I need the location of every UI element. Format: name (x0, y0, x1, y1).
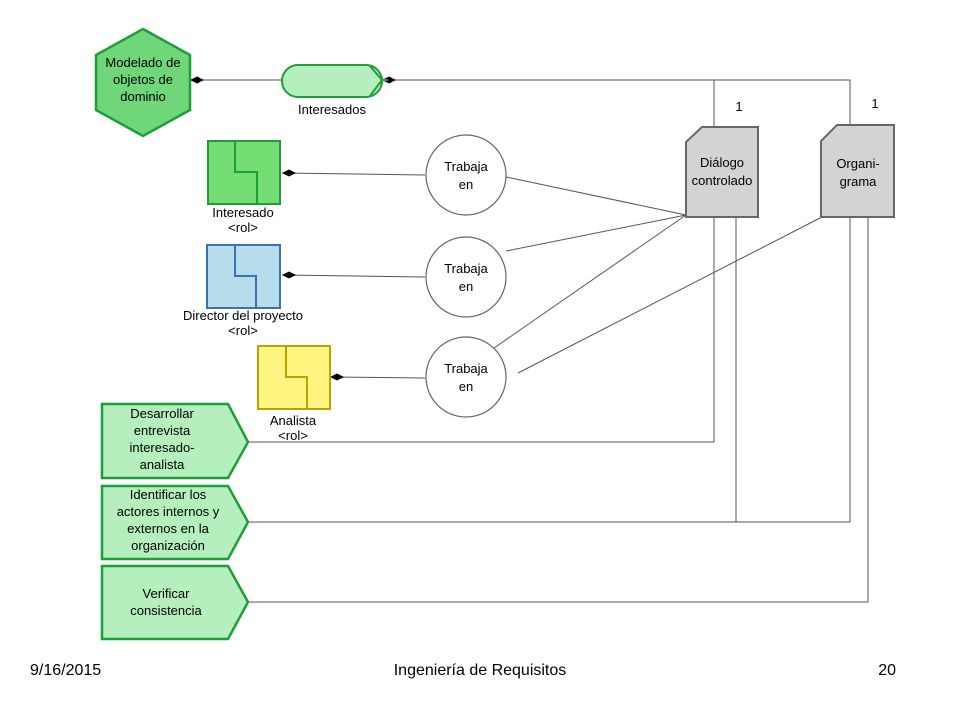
works-in-line-1: Trabaja (444, 361, 488, 376)
works-in-line-1: Trabaja (444, 261, 488, 276)
activity-line: Verificar (143, 586, 191, 601)
document-shape (685, 126, 759, 218)
role-analista-node[interactable]: Analista <rol> (257, 345, 331, 443)
role-puzzle-icon (234, 141, 258, 204)
diamond-marker (190, 76, 204, 84)
edge-director-trabaja2 (281, 274, 426, 278)
circle-shape (425, 336, 507, 418)
role-interesado-node[interactable]: Interesado <rol> (207, 140, 281, 235)
activity-line: Identificar los (130, 487, 207, 502)
activity-line: entrevista (134, 423, 191, 438)
multiplicity-label: 1 (871, 96, 878, 111)
footer-page-number: 20 (878, 662, 896, 679)
activity-shape (100, 402, 250, 480)
connectors (190, 79, 869, 603)
diamond-marker (282, 169, 296, 177)
edge-trabaja1-dialogo (505, 176, 687, 216)
circle-shape (425, 134, 507, 216)
interesados-label: Interesados (298, 102, 366, 117)
role-puzzle-icon (234, 245, 257, 308)
role-director-node[interactable]: Director del proyecto <rol> (183, 244, 303, 338)
works-in-node-1[interactable]: Trabaja en (425, 134, 507, 216)
role-label: Interesado (212, 205, 273, 220)
edge-analista-trabaja3 (331, 376, 426, 379)
domain-object-line-3: dominio (120, 89, 166, 104)
diamond-marker (382, 76, 396, 84)
document-shape (820, 124, 895, 218)
activity-line: analista (140, 457, 186, 472)
role-sublabel: <rol> (228, 220, 258, 235)
activity-verificar-node[interactable]: Verificar consistencia (100, 564, 250, 641)
process-diagram: Modelado de objetos de dominio Interesad… (94, 27, 895, 641)
domain-object-node[interactable]: Modelado de objetos de dominio (94, 27, 192, 138)
circle-shape (425, 236, 507, 318)
works-in-line-1: Trabaja (444, 159, 488, 174)
works-in-node-3[interactable]: Trabaja en (425, 336, 507, 418)
footer-title: Ingeniería de Requisitos (393, 662, 567, 679)
domain-object-line-2: objetos de (113, 72, 173, 87)
role-sublabel: <rol> (228, 323, 258, 338)
works-in-line-2: en (459, 379, 473, 394)
hexagon-shape (94, 27, 192, 138)
works-in-line-2: en (459, 279, 473, 294)
edge-trabaja2-dialogo (505, 214, 687, 252)
document-dialogo-node[interactable]: Diálogo controlado 1 (685, 99, 759, 218)
document-line-2: grama (840, 174, 878, 189)
document-line-2: controlado (692, 173, 753, 188)
role-label: Analista (270, 413, 317, 428)
activity-line: interesado- (129, 440, 194, 455)
diamond-marker (282, 271, 296, 279)
activity-line: Desarrollar (130, 406, 194, 421)
document-line-1: Organi- (836, 156, 879, 171)
edge-trabaja3-organigrama (517, 216, 823, 374)
activity-shape (100, 564, 250, 641)
role-label: Director del proyecto (183, 308, 303, 323)
role-sublabel: <rol> (278, 428, 308, 443)
activity-line: consistencia (130, 603, 202, 618)
activity-line: externos en la (127, 521, 209, 536)
diamond-marker (330, 373, 344, 381)
activity-identificar-node[interactable]: Identificar los actores internos y exter… (100, 484, 250, 561)
role-puzzle-icon (285, 346, 308, 409)
edge-act2-organigrama (248, 217, 851, 523)
activity-shape (100, 484, 250, 561)
footer-date: 9/16/2015 (30, 662, 102, 679)
fork-icon (369, 65, 388, 97)
diamond-markers (190, 76, 396, 381)
works-in-line-2: en (459, 177, 473, 192)
edge-trabaja3-dialogo (493, 214, 687, 349)
role-box-shape (257, 345, 331, 410)
activity-line: organización (131, 538, 205, 553)
edge-act1-dialogo (248, 217, 715, 443)
works-in-node-2[interactable]: Trabaja en (425, 236, 507, 318)
document-line-1: Diálogo (700, 155, 744, 170)
edge-act3-organigrama (248, 217, 869, 603)
activity-desarrollar-node[interactable]: Desarrollar entrevista interesado- anali… (100, 402, 250, 480)
document-organigrama-node[interactable]: Organi- grama 1 (820, 96, 895, 218)
multiplicity-label: 1 (735, 99, 742, 114)
interesados-entity-node[interactable]: Interesados (281, 64, 388, 117)
pill-shape (281, 64, 383, 98)
activity-line: actores internos y (117, 504, 220, 519)
edge-interesado-trabaja1 (281, 172, 426, 176)
edge-interesados-organigrama (388, 79, 851, 125)
domain-object-line-1: Modelado de (105, 55, 180, 70)
